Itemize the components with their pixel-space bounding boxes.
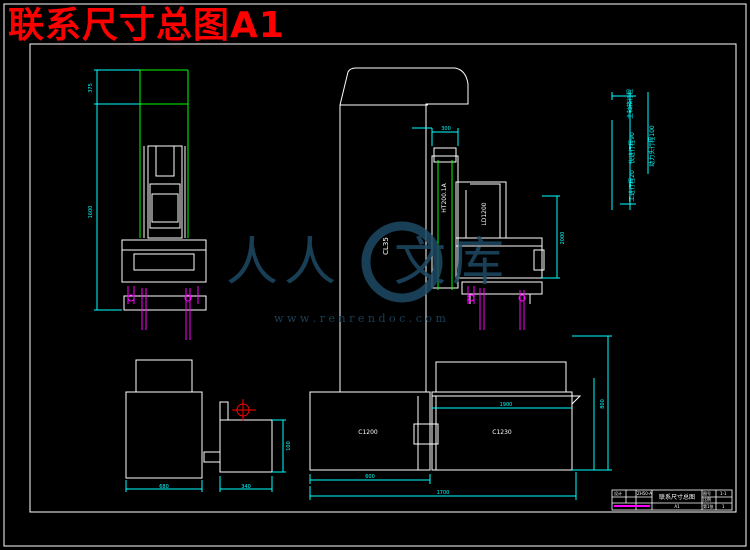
tb-r3c2: A1 <box>674 504 680 509</box>
dim-base-width-2: 340 <box>241 484 251 490</box>
side-dimensions <box>94 69 286 492</box>
dim-left-top: 375 <box>88 83 94 93</box>
spindle-box-face <box>465 183 501 238</box>
side-fixture-pin-left <box>127 294 135 302</box>
base-right-label: C1230 <box>492 429 512 436</box>
tb-r2c4: 比例 <box>703 496 711 502</box>
note-4: 工进行程20 <box>628 170 636 202</box>
tb-r3c5: 1 <box>722 504 725 509</box>
side-drive <box>149 183 181 229</box>
front-table-rails <box>456 245 542 304</box>
notes-bracket <box>611 92 649 210</box>
front-fixture-pin-right <box>518 294 526 302</box>
side-column-guard <box>139 69 189 238</box>
spindle-box-label: LD1200 <box>481 202 488 225</box>
dim-left-top-line <box>94 69 140 105</box>
stroke-notes <box>611 92 649 210</box>
dim-lower-line <box>309 474 431 484</box>
front-table-block <box>533 249 545 271</box>
watermark-circle-icon <box>361 221 443 303</box>
side-drive-inner <box>151 193 179 223</box>
coupling-box <box>413 423 439 445</box>
watermark: 人 人 文 库 w w w . r e n r e n d o c . c o … <box>226 221 504 325</box>
title-block-bar <box>614 505 650 507</box>
drawing-title: 联系尺寸总图A1 <box>8 5 285 46</box>
dim-lower-width: 600 <box>365 474 375 480</box>
dim-left-height-line <box>94 103 122 311</box>
watermark-char-1: 人 <box>226 233 278 293</box>
tb-r3c4: 第1张 <box>703 503 714 509</box>
dim-side-height-line <box>272 419 286 473</box>
dim-top-width: 300 <box>441 126 451 132</box>
note-1: 主轴箱行程 <box>626 89 634 119</box>
dim-vertical-right-line <box>572 335 612 471</box>
side-table-plate <box>123 295 207 311</box>
title-block-grid <box>612 490 732 510</box>
base-left <box>309 391 431 471</box>
spindle-vertical-body <box>431 155 459 289</box>
column-label: CL35 <box>382 237 390 255</box>
side-motor <box>155 145 175 177</box>
side-spindle-body <box>147 145 183 239</box>
dim-bottom-left-line <box>125 480 203 492</box>
dim-right-height: 2000 <box>560 232 566 245</box>
tb-drawing-name: 联系尺寸总图 <box>659 493 695 501</box>
dim-vertical-right: 800 <box>600 399 606 409</box>
side-table <box>121 239 207 283</box>
hydraulic-pump <box>219 401 229 421</box>
watermark-char-2: 人 <box>284 233 336 293</box>
dim-bottom-hyd-line <box>219 476 273 492</box>
outer-frame <box>3 3 747 547</box>
spindle-motor <box>433 147 457 163</box>
tb-r1c4: 图号 <box>703 490 711 496</box>
base-left-label: C1200 <box>358 429 378 436</box>
dim-side-height: 100 <box>286 441 292 451</box>
watermark-char-3: 文 <box>394 233 446 293</box>
dim-base-width-1: 680 <box>159 484 169 490</box>
inner-frame <box>29 43 737 513</box>
upper-unit-label: HT200.1A <box>441 182 448 212</box>
title-block-frame <box>611 489 733 511</box>
tb-r1c5: 1-1 <box>720 491 727 496</box>
watermark-url: w w w . r e n r e n d o c . c o m <box>274 312 446 325</box>
note-2: 动力头行程100 <box>648 125 656 167</box>
hydraulic-valve <box>203 451 221 463</box>
front-view <box>309 67 582 471</box>
side-base <box>125 391 203 479</box>
dim-top-width-line <box>431 128 459 146</box>
tb-r1c1: 设计 <box>614 490 622 496</box>
dim-overall-width: 1700 <box>437 490 450 496</box>
dim-overall-line <box>309 472 577 500</box>
hydraulic-tank <box>219 419 273 473</box>
dim-mid-width: 1900 <box>500 402 513 408</box>
title-block <box>611 489 733 511</box>
front-table <box>455 237 543 279</box>
side-fixture <box>127 286 199 340</box>
dim-left-height: 1600 <box>88 206 94 219</box>
side-base-upper <box>135 359 193 393</box>
side-view <box>121 69 273 479</box>
tb-r1c2: ZH50-A <box>637 491 652 496</box>
watermark-char-4: 库 <box>452 233 504 293</box>
front-table-plate <box>461 281 543 295</box>
note-3: 快进行程90 <box>628 132 636 164</box>
hydraulic-gauge-cross <box>232 399 256 421</box>
side-table-inner <box>133 253 195 271</box>
front-fixture-pin-left <box>467 294 475 302</box>
base-upper-right <box>435 361 567 393</box>
front-fixture <box>467 286 525 330</box>
dim-right-height-line <box>542 195 560 279</box>
side-fixture-pin-right <box>184 294 192 302</box>
front-dimensions <box>309 127 612 500</box>
column-outline <box>339 67 469 392</box>
